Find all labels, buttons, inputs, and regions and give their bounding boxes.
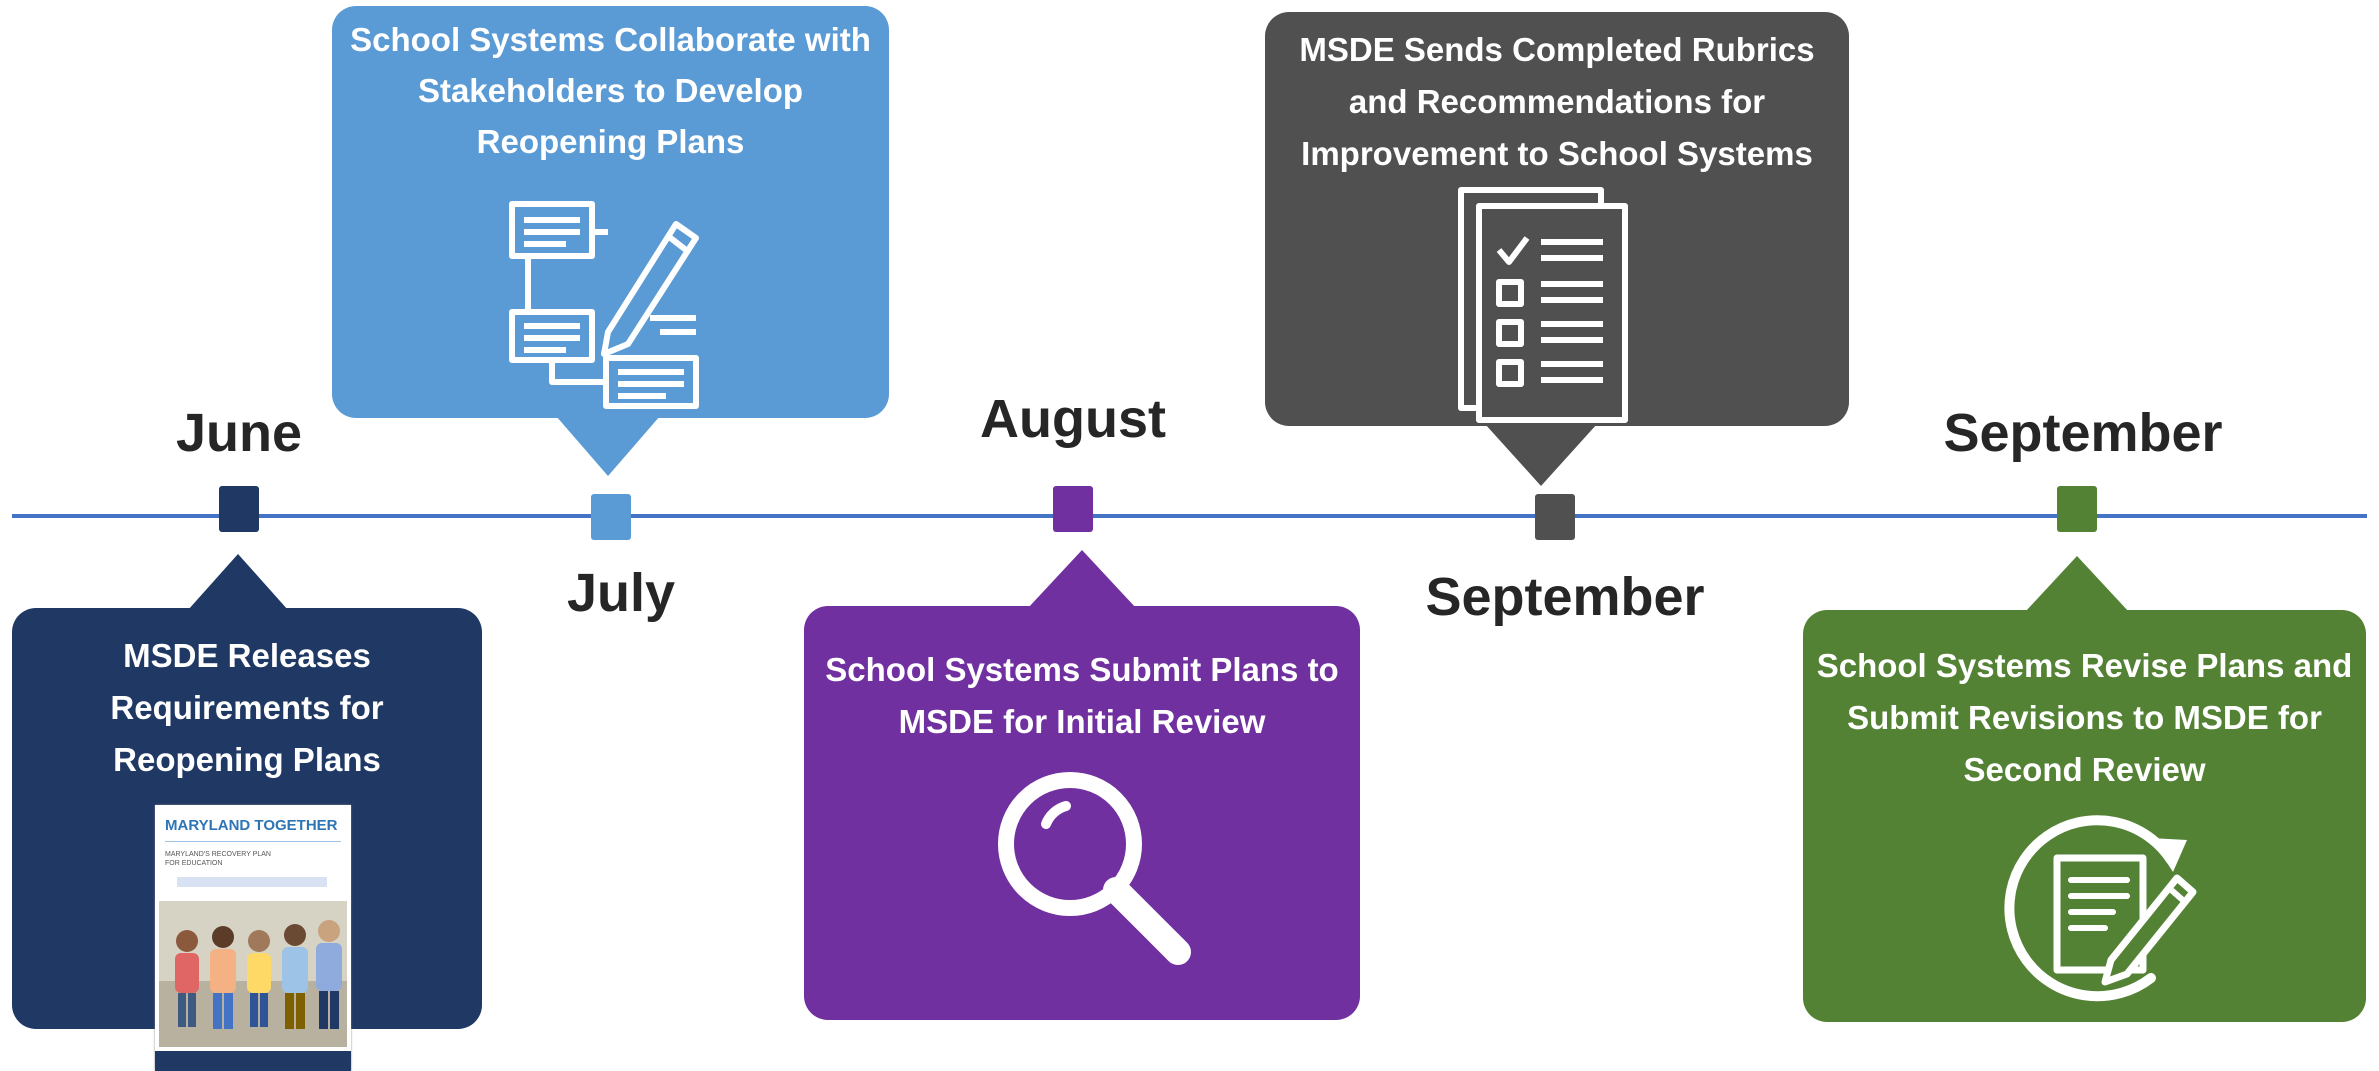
month-label-june: June bbox=[175, 403, 303, 463]
report-cover-banner bbox=[177, 877, 327, 887]
callout-text-line: Improvement to School Systems bbox=[1301, 135, 1813, 172]
callout-text-line: School Systems Revise Plans and bbox=[1816, 647, 2353, 684]
report-cover-subtitle: MARYLAND'S RECOVERY PLAN bbox=[165, 851, 271, 858]
divider bbox=[165, 841, 341, 842]
revise-document-icon bbox=[2004, 815, 2197, 1002]
report-cover-footer bbox=[155, 1051, 351, 1071]
callout-text-line: Reopening Plans bbox=[476, 123, 745, 160]
timeline-marker-june bbox=[219, 486, 259, 532]
flowchart-pencil-icon bbox=[509, 201, 699, 409]
callout-august: School Systems Submit Plans to MSDE for … bbox=[804, 550, 1360, 1020]
timeline-line bbox=[12, 514, 2367, 518]
timeline-marker-august bbox=[1053, 486, 1093, 532]
timeline-marker-september-review bbox=[1535, 494, 1575, 540]
callout-text-line: Stakeholders to Develop bbox=[417, 72, 804, 109]
magnifying-glass-icon bbox=[998, 772, 1191, 965]
callout-text-line: Reopening Plans bbox=[113, 741, 381, 778]
callout-text-line: School Systems Collaborate with bbox=[350, 21, 871, 58]
callout-pointer bbox=[1028, 550, 1136, 608]
timeline-marker-july bbox=[591, 494, 631, 540]
callout-text-line: MSDE for Initial Review bbox=[898, 703, 1266, 740]
callout-pointer bbox=[1485, 424, 1597, 486]
callout-box: School Systems Revise Plans and Submit R… bbox=[1803, 610, 2366, 1022]
callout-september-revise: School Systems Revise Plans and Submit R… bbox=[1803, 556, 2366, 1022]
month-label-july: July bbox=[566, 563, 676, 623]
month-label-august: August bbox=[980, 389, 1166, 449]
callout-box: School Systems Submit Plans to MSDE for … bbox=[804, 606, 1360, 1020]
callout-text-line: School Systems Submit Plans to bbox=[825, 651, 1339, 688]
timeline-marker-september-revise bbox=[2057, 486, 2097, 532]
checklist-icon bbox=[1458, 187, 1628, 423]
callout-text-line: MSDE Releases bbox=[123, 637, 371, 674]
report-cover-subtitle: FOR EDUCATION bbox=[165, 860, 223, 867]
callout-text-line: Submit Revisions to MSDE for bbox=[1847, 699, 2322, 736]
callout-text-line: MSDE Sends Completed Rubrics bbox=[1299, 31, 1815, 68]
report-cover-title: MARYLAND TOGETHER bbox=[165, 817, 338, 834]
month-label-september-revise: September bbox=[1943, 403, 2223, 463]
callout-pointer bbox=[188, 554, 288, 610]
children-photo bbox=[159, 901, 347, 1047]
month-label-september-review: September bbox=[1425, 567, 1705, 627]
callout-text-line: and Recommendations for bbox=[1348, 83, 1766, 120]
callout-pointer bbox=[556, 416, 660, 476]
report-cover-image: MARYLAND TOGETHER MARYLAND'S RECOVERY PL… bbox=[155, 805, 351, 1071]
callout-text-line: Second Review bbox=[1963, 751, 2206, 788]
callout-text-line: Requirements for bbox=[110, 689, 384, 726]
callout-pointer bbox=[2025, 556, 2129, 612]
